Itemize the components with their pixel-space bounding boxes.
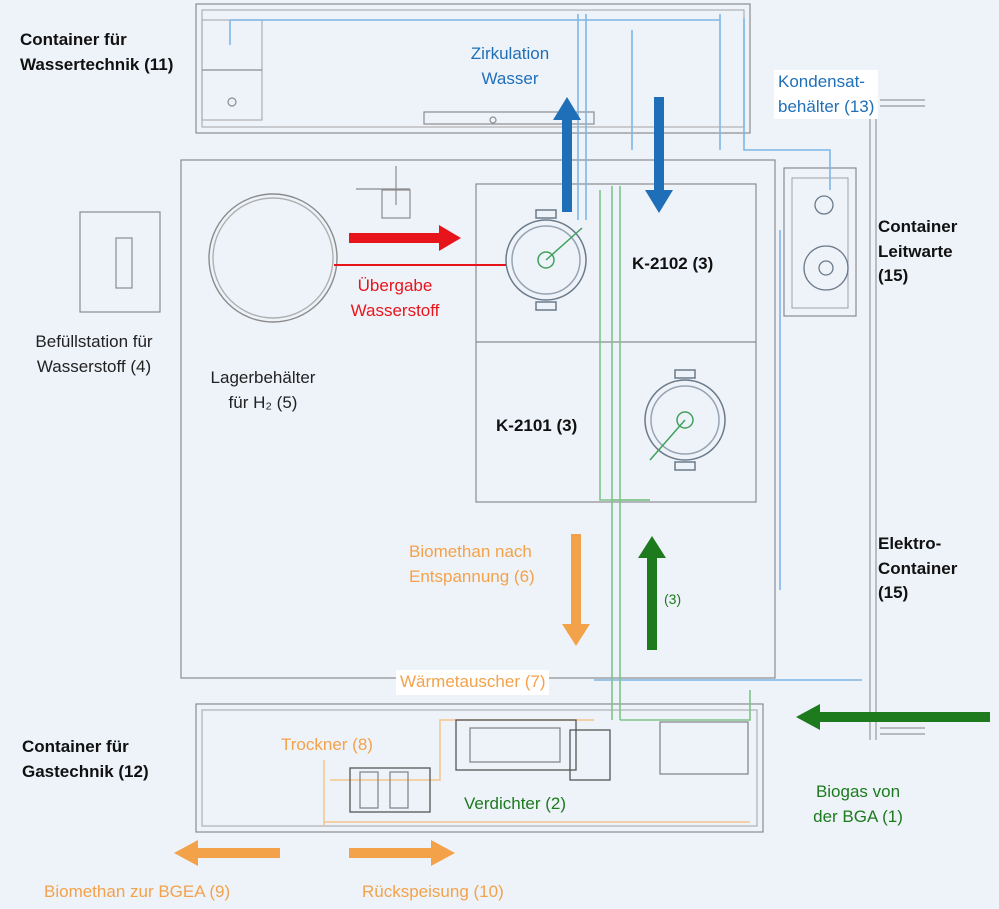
reactor-k2101-vessel <box>644 369 726 471</box>
k2101-label: K-2101 (3) <box>496 416 578 435</box>
hydrogen-arrow <box>334 225 506 266</box>
building-outlines <box>79 3 925 833</box>
compressor-machinery <box>349 719 749 813</box>
biogas-arrow-left <box>796 704 990 730</box>
condensate-tank <box>803 195 849 291</box>
container-leitwarte-label: Container Leitwarte (15) <box>878 217 958 286</box>
verdichter-label: Verdichter (2) <box>464 794 567 813</box>
hydrogen-storage-tank <box>208 193 338 323</box>
k2102-label: K-2102 (3) <box>632 254 714 273</box>
container-elektro-label: Elektro- Container (15) <box>878 534 958 603</box>
container-wassertechnik-label: Container für Wassertechnik (11) <box>20 30 174 74</box>
recycle-arrow-up <box>638 536 666 650</box>
biomethan-entspannung-label: Biomethan nach Entspannung (6) <box>409 542 535 586</box>
befuellstation-label: Befüllstation für Wasserstoff (4) <box>35 332 153 376</box>
biogas-label: Biogas von der BGA (1) <box>813 782 903 826</box>
piping-water <box>229 14 862 681</box>
piping-gas <box>599 186 751 721</box>
kondensat-label: Kondensat- behälter (13) <box>774 70 879 120</box>
container-gastechnik-label: Container für Gastechnik (12) <box>22 737 149 781</box>
flow-arrows <box>174 97 990 866</box>
gas-container-outline <box>195 703 764 833</box>
water-arrow-down <box>645 97 673 213</box>
main-hall-outline <box>180 159 776 679</box>
rueckspeisung-arrow <box>349 840 455 866</box>
biomethan-arrow-down <box>562 534 590 646</box>
recycle-label: (3) <box>664 591 682 607</box>
reactor-k2102-vessel <box>505 209 587 311</box>
biomethan-bgea-label: Biomethan zur BGEA (9) <box>44 882 231 901</box>
reactor-block-outline <box>475 183 757 503</box>
waermetauscher-label: Wärmetauscher (7) <box>396 670 550 695</box>
rueckspeisung-label: Rückspeisung (10) <box>362 882 504 901</box>
filling-station-outline <box>79 211 161 313</box>
water-container-outline <box>195 3 751 134</box>
uebergabe-label: Übergabe Wasserstoff <box>350 276 440 320</box>
lagerbehaelter-label: Lagerbehälter für H₂ (5) <box>210 368 316 412</box>
trockner-label: Trockner (8) <box>281 735 373 754</box>
control-room-outline <box>783 167 857 317</box>
zirkulation-label: Zirkulation Wasser <box>470 44 550 88</box>
biomethan-bgea-arrow <box>174 840 280 866</box>
water-arrow-up <box>553 97 581 212</box>
